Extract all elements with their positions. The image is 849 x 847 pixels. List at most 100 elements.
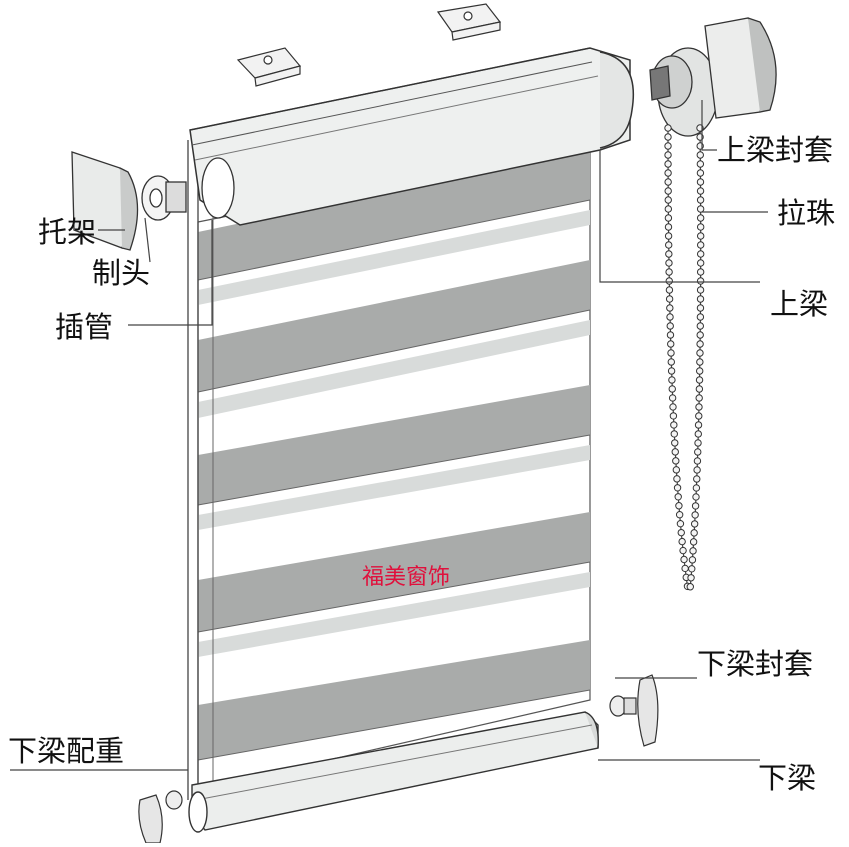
fabric-band xyxy=(198,320,590,418)
chain-bead xyxy=(696,259,705,267)
chain-bead xyxy=(696,214,705,222)
bottom-beam-shape xyxy=(188,711,599,833)
bottom-right-parts xyxy=(609,674,659,747)
chain-bead xyxy=(696,277,705,285)
control-head xyxy=(141,175,187,221)
chain-bead xyxy=(681,564,689,573)
label-top-beam-cap: 上梁封套 xyxy=(717,133,834,167)
chain-bead xyxy=(666,313,674,321)
chain-bead xyxy=(696,232,705,240)
chain-bead xyxy=(696,268,705,276)
chain-bead xyxy=(679,546,687,555)
chain-bead xyxy=(696,349,704,357)
chain-bead xyxy=(665,268,673,276)
fabric-band xyxy=(198,640,590,760)
chain-bead xyxy=(665,295,674,303)
chain-bead xyxy=(664,205,673,213)
right-cap xyxy=(704,17,777,119)
chain-bead xyxy=(669,403,677,411)
chain-bead xyxy=(664,142,672,150)
chain-bead xyxy=(667,340,675,348)
chain-bead xyxy=(666,331,675,339)
chain-bead xyxy=(686,583,694,591)
chain-bead xyxy=(696,187,705,195)
label-bottom-beam-cap: 下梁封套 xyxy=(697,647,814,681)
chain-bead xyxy=(696,304,705,312)
chain-bead xyxy=(664,133,672,141)
fabric-band xyxy=(198,150,590,280)
chain-bead xyxy=(695,376,704,384)
bottom-left-parts xyxy=(138,790,183,844)
chain-bead xyxy=(692,484,701,492)
bead-chain-beads xyxy=(664,124,705,591)
chain-bead xyxy=(696,169,705,177)
chain-bead xyxy=(664,214,673,222)
chain-bead xyxy=(696,331,704,339)
chain-bead xyxy=(666,304,674,312)
chain-bead xyxy=(689,547,697,555)
label-bead-chain: 拉珠 xyxy=(777,196,836,230)
chain-bead xyxy=(696,295,705,303)
chain-bead xyxy=(671,448,679,456)
chain-bead xyxy=(696,151,704,159)
chain-bead xyxy=(696,205,705,213)
chain-bead xyxy=(665,250,673,258)
chain-bead xyxy=(665,277,673,285)
chain-bead xyxy=(696,178,705,186)
fabric-band xyxy=(198,445,590,530)
chain-bead xyxy=(693,475,701,483)
label-bracket: 托架 xyxy=(38,215,97,249)
chain-bead xyxy=(664,232,673,240)
leader-lines xyxy=(10,100,768,771)
chain-bead xyxy=(696,250,705,258)
chain-bead xyxy=(695,385,704,393)
chain-bead xyxy=(676,519,685,528)
chain-bead xyxy=(673,484,682,492)
chain-bead xyxy=(664,223,673,231)
chain-bead xyxy=(672,466,681,474)
chain-bead xyxy=(664,196,672,204)
chain-bead xyxy=(669,412,678,420)
watermark-text: 福美窗饰 xyxy=(362,565,451,590)
label-bottom-weight: 下梁配重 xyxy=(8,734,125,768)
chain-bead xyxy=(695,403,703,411)
chain-bead xyxy=(665,241,673,249)
chain-bead xyxy=(694,448,702,456)
chain-bead xyxy=(690,520,699,528)
chain-bead xyxy=(670,430,678,438)
chain-bead xyxy=(664,187,672,195)
chain-bead xyxy=(695,394,703,402)
fabric-band xyxy=(198,210,590,305)
chain-bead xyxy=(696,340,704,348)
chain-bead xyxy=(694,439,702,447)
chain-bead xyxy=(675,511,684,519)
chain-bead xyxy=(696,358,704,366)
chain-bead xyxy=(672,457,680,465)
chain-bead xyxy=(694,430,702,438)
chain-bead xyxy=(696,196,705,204)
chain-bead xyxy=(664,124,672,132)
chain-bead xyxy=(665,259,673,267)
top-clip-left xyxy=(236,47,302,87)
fabric-band xyxy=(198,512,590,632)
chain-bead xyxy=(696,241,705,249)
chain-bead xyxy=(690,529,698,537)
label-control-head: 制头 xyxy=(92,256,151,290)
chain-bead xyxy=(675,502,683,510)
chain-bead xyxy=(668,394,677,402)
fabric-band xyxy=(198,385,590,505)
chain-bead xyxy=(688,565,696,573)
label-insert-tube: 插管 xyxy=(55,310,114,344)
chain-bead xyxy=(664,151,672,159)
chain-bead xyxy=(691,511,699,519)
chain-bead xyxy=(689,538,698,546)
chain-bead xyxy=(664,169,672,177)
chain-bead xyxy=(670,421,678,429)
chain-bead xyxy=(696,286,705,294)
chain-bead xyxy=(668,376,676,384)
label-top-beam: 上梁 xyxy=(770,287,829,321)
chain-bead xyxy=(694,421,703,429)
chain-bead xyxy=(680,555,688,564)
chain-bead xyxy=(696,322,704,330)
